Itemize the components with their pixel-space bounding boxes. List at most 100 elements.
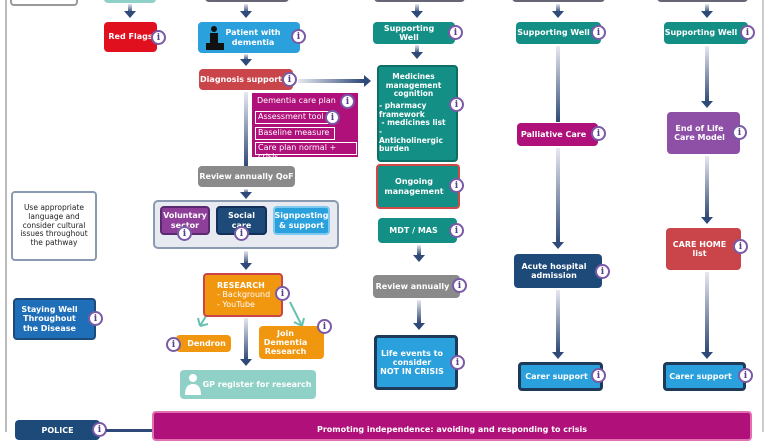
research-youtube-link[interactable]: - YouTube <box>217 299 255 309</box>
arrow <box>244 318 248 360</box>
gp-register-label: GP register for research <box>202 379 312 389</box>
carer-support-label: Carer support <box>525 371 588 381</box>
info-icon[interactable]: i <box>595 264 610 279</box>
info-icon[interactable]: i <box>449 178 464 193</box>
supporting-well-label: Supporting Well <box>517 28 590 38</box>
research-box[interactable]: RESEARCH - Background - YouTube <box>203 273 283 317</box>
arrow-head <box>701 217 713 224</box>
top-teal-box[interactable] <box>104 0 156 3</box>
join-label: Join Dementia Research <box>263 328 308 357</box>
mdt-label: MDT / MAS <box>389 225 438 235</box>
promoting-independence-banner[interactable]: Promoting independence: avoiding and res… <box>152 411 752 441</box>
arrow-head <box>364 75 371 87</box>
diagnosis-label: Diagnosis support <box>200 74 282 84</box>
supporting-well-box-2[interactable]: Supporting Well <box>516 22 601 44</box>
not-in-crisis-label: NOT IN CRISIS <box>380 367 444 377</box>
patient-label: Patient with dementia <box>225 28 281 47</box>
acute-hospital-box[interactable]: Acute hospital admission <box>514 254 602 288</box>
info-icon[interactable]: i <box>177 226 192 241</box>
info-icon[interactable]: i <box>740 25 755 40</box>
info-icon[interactable]: i <box>282 72 297 87</box>
red-flags-box[interactable]: Red Flags <box>104 22 157 52</box>
palliative-care-box[interactable]: Palliative Care <box>517 123 598 146</box>
connector-line <box>556 46 560 122</box>
info-icon[interactable]: i <box>591 368 606 383</box>
info-icon[interactable]: i <box>88 311 103 326</box>
left-border-line <box>5 0 7 432</box>
signposting-box[interactable]: Signposting & support <box>273 206 330 235</box>
top-center-box[interactable] <box>205 0 289 2</box>
arrow <box>415 4 419 12</box>
carer-support-box-3[interactable]: Carer support <box>663 362 746 391</box>
mdt-mas-box[interactable]: MDT / MAS <box>378 218 457 243</box>
medicines-item: - pharmacy framework <box>379 101 427 119</box>
arrow <box>705 156 709 218</box>
research-title: RESEARCH <box>217 281 265 291</box>
dementia-care-plan-box[interactable]: Dementia care plan i Assessment tool i B… <box>252 93 358 161</box>
medicines-item: - medicines list <box>381 118 446 128</box>
police-box[interactable]: POLICE <box>15 420 100 440</box>
info-icon[interactable]: i <box>151 30 166 45</box>
research-background-link[interactable]: - Background <box>217 290 271 300</box>
arrow-head <box>240 263 252 270</box>
care-home-list-link[interactable]: list <box>692 249 707 258</box>
life-events-label: Life events to consider <box>381 348 443 367</box>
staying-well-label: Staying Well Throughout the Disease <box>21 305 78 333</box>
staying-well-box[interactable]: Staying Well Throughout the Disease <box>13 298 96 340</box>
supporting-well-box-3[interactable]: Supporting Well <box>664 22 748 44</box>
arrow <box>244 251 248 264</box>
care-home-label: CARE HOME <box>672 239 727 249</box>
info-icon[interactable]: i <box>449 97 464 112</box>
carer-support-label: Carer support <box>669 371 732 381</box>
arrow <box>128 4 132 12</box>
arrow-head <box>411 52 423 59</box>
info-icon[interactable]: i <box>452 278 467 293</box>
review-qof-box[interactable]: Review annually QoF <box>198 166 295 187</box>
cultural-note-box: Use appropriate language and consider cu… <box>11 191 97 261</box>
social-care-label: Social care <box>228 211 255 230</box>
medicines-management-box[interactable]: Medicines management cognition - pharmac… <box>377 65 458 162</box>
arrow-head <box>552 11 564 18</box>
arrow <box>244 4 248 12</box>
review-qof-label: Review annually QoF <box>199 171 294 181</box>
info-icon[interactable]: i <box>732 125 747 140</box>
diagnosis-support-box[interactable]: Diagnosis support <box>199 69 293 90</box>
info-icon[interactable]: i <box>92 422 107 437</box>
baseline-measure-item[interactable]: Baseline measure <box>255 127 335 140</box>
info-icon[interactable]: i <box>340 94 355 109</box>
arrow <box>705 46 709 102</box>
arrow <box>705 4 709 12</box>
info-icon[interactable]: i <box>448 25 463 40</box>
info-icon[interactable]: i <box>234 226 249 241</box>
info-icon[interactable]: i <box>591 126 606 141</box>
info-icon[interactable]: i <box>449 223 464 238</box>
info-icon[interactable]: i <box>738 368 753 383</box>
top-col3-box[interactable] <box>657 0 748 2</box>
arrow-head <box>240 59 252 66</box>
info-icon[interactable]: i <box>166 337 181 352</box>
review-annually-box[interactable]: Review annually <box>373 275 460 298</box>
info-icon[interactable]: i <box>317 319 332 334</box>
acute-label: Acute hospital admission <box>521 261 587 280</box>
carer-support-box-2[interactable]: Carer support <box>518 362 603 391</box>
info-icon[interactable]: i <box>450 355 465 370</box>
dendron-box[interactable]: Dendron <box>176 335 231 352</box>
top-col1-box[interactable] <box>374 0 465 2</box>
end-of-life-box[interactable]: End of Life Care Model <box>667 112 740 154</box>
info-icon[interactable]: i <box>275 286 290 301</box>
top-col2-box[interactable] <box>512 0 605 2</box>
assessment-tool-item[interactable]: Assessment tool <box>255 111 330 124</box>
care-plan-crisis-item[interactable]: Care plan normal + crisis <box>255 142 357 161</box>
gp-register-box[interactable]: GP register for research <box>180 370 316 399</box>
info-icon[interactable]: i <box>325 110 340 125</box>
info-icon[interactable]: i <box>291 29 306 44</box>
info-icon[interactable]: i <box>733 239 748 254</box>
top-left-box[interactable] <box>10 0 78 6</box>
ongoing-management-box[interactable]: Ongoing management <box>376 164 460 209</box>
info-icon[interactable]: i <box>591 25 606 40</box>
join-dementia-research-box[interactable]: Join Dementia Research <box>259 326 324 359</box>
arrow <box>705 272 709 352</box>
supporting-well-box-1[interactable]: Supporting Well <box>373 22 455 44</box>
